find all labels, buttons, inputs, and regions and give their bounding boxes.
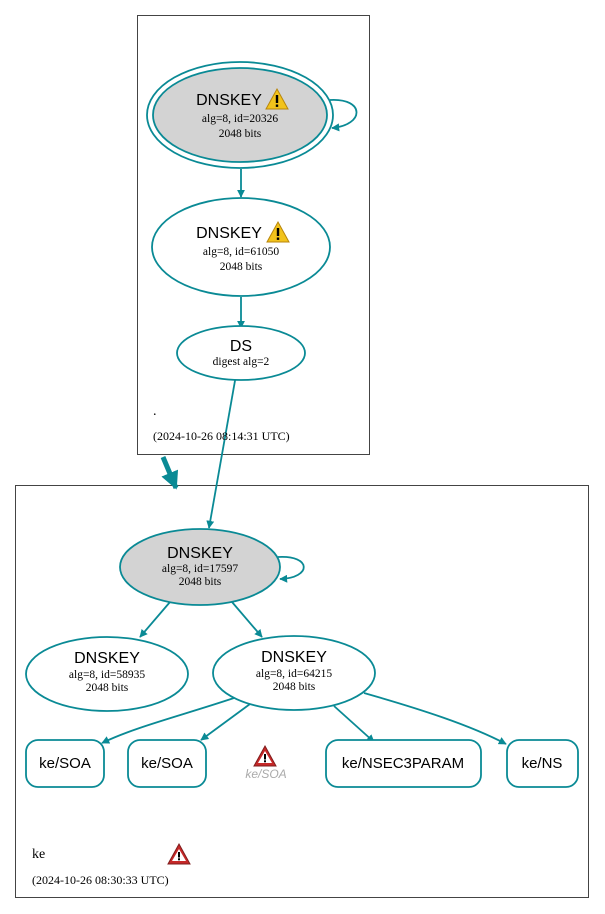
root-ksk-title: DNSKEY <box>196 92 262 109</box>
root-ksk-node[interactable]: DNSKEY alg=8, id=20326 2048 bits <box>146 61 334 169</box>
edge-ke-ksk-to-64215 <box>231 601 263 638</box>
ke-dnskey-64215-alg: alg=8, id=64215 <box>256 668 332 680</box>
error-icon <box>167 842 191 865</box>
ke-ksk-title: DNSKEY <box>167 545 233 562</box>
missing-rrset-ke-soa[interactable]: ke/SOA <box>245 744 287 781</box>
ke-zone-timestamp: (2024-10-26 08:30:33 UTC) <box>32 873 169 887</box>
root-ksk-bits: 2048 bits <box>219 128 262 140</box>
rrset-ke-soa-2-label: ke/SOA <box>141 755 193 772</box>
ke-dnskey-58935-title: DNSKEY <box>74 650 140 667</box>
edge-64215-to-ns <box>363 692 507 745</box>
error-icon <box>253 744 277 767</box>
edge-64215-to-nsec3param <box>333 705 375 743</box>
rrset-ke-soa-1-label: ke/SOA <box>39 755 91 772</box>
root-zone-box <box>137 15 370 455</box>
ke-zone-box <box>15 485 589 898</box>
root-zone-label: . <box>153 404 157 419</box>
root-zsk-alg: alg=8, id=61050 <box>203 246 279 258</box>
ke-dnskey-64215-bits: 2048 bits <box>273 681 316 693</box>
root-zsk-title: DNSKEY <box>196 225 262 242</box>
warning-icon <box>266 220 290 243</box>
rrset-ke-soa-1[interactable]: ke/SOA <box>25 739 105 788</box>
root-zsk-bits: 2048 bits <box>220 261 263 273</box>
missing-rrset-label: ke/SOA <box>245 767 286 781</box>
root-ksk-alg: alg=8, id=20326 <box>202 113 278 125</box>
delegation-arrow <box>160 456 179 490</box>
rrset-ke-nsec3param-label: ke/NSEC3PARAM <box>342 755 464 772</box>
root-zone-timestamp: (2024-10-26 08:14:31 UTC) <box>153 429 290 443</box>
rrset-ke-ns-label: ke/NS <box>522 755 563 772</box>
rrset-ke-soa-2[interactable]: ke/SOA <box>127 739 207 788</box>
edge-ksk-self <box>329 99 358 132</box>
warning-icon <box>265 87 289 110</box>
root-ds-title: DS <box>230 338 252 355</box>
rrset-ke-ns[interactable]: ke/NS <box>506 739 579 788</box>
ke-ksk-bits: 2048 bits <box>179 576 222 588</box>
ke-dnskey-64215-node[interactable]: DNSKEY alg=8, id=64215 2048 bits <box>212 635 376 711</box>
root-ds-digest: digest alg=2 <box>213 356 270 368</box>
edge-ke-ksk-to-58935 <box>139 601 171 638</box>
ke-zone-label: ke <box>32 847 45 862</box>
edge-ke-ksk-self <box>277 556 305 583</box>
ke-dnskey-58935-bits: 2048 bits <box>86 682 129 694</box>
edge-64215-to-soa1 <box>101 697 235 744</box>
root-zsk-node[interactable]: DNSKEY alg=8, id=61050 2048 bits <box>151 197 331 297</box>
edge-ds-to-ke-ksk <box>206 374 237 529</box>
root-ds-node[interactable]: DS digest alg=2 <box>176 325 306 381</box>
ke-dnskey-64215-title: DNSKEY <box>261 649 327 666</box>
edge-64215-to-soa2 <box>200 703 251 741</box>
ke-dnskey-58935-alg: alg=8, id=58935 <box>69 669 145 681</box>
ke-ksk-alg: alg=8, id=17597 <box>162 563 238 575</box>
ke-dnskey-58935-node[interactable]: DNSKEY alg=8, id=58935 2048 bits <box>25 636 189 712</box>
rrset-ke-nsec3param[interactable]: ke/NSEC3PARAM <box>325 739 482 788</box>
ke-ksk-node[interactable]: DNSKEY alg=8, id=17597 2048 bits <box>119 528 281 606</box>
